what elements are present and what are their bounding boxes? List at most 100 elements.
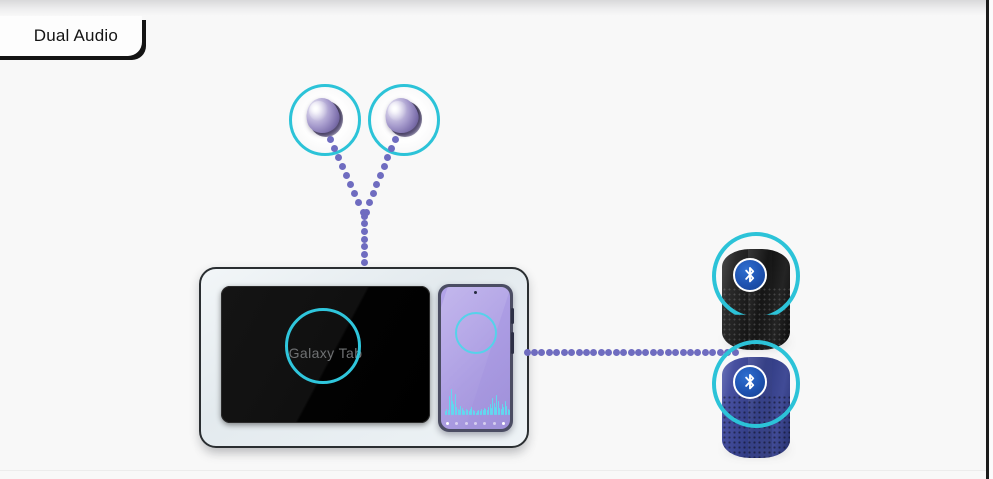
waveform-bar <box>467 410 469 415</box>
waveform-bar <box>476 411 478 415</box>
waveform-bar <box>445 411 446 415</box>
waveform-bar <box>507 409 509 415</box>
connector-dot <box>664 348 672 356</box>
connector-dot <box>355 199 363 207</box>
connector-dot <box>560 348 568 356</box>
waveform-bar <box>456 406 457 415</box>
waveform-bar <box>478 410 480 415</box>
connector-dot <box>679 348 687 356</box>
waveform-bar <box>449 396 450 415</box>
waveform-bar <box>451 400 453 415</box>
connector-dot <box>360 220 368 228</box>
connector-dot <box>686 348 694 356</box>
waveform-bar <box>474 411 475 415</box>
waveform-bar <box>472 410 474 415</box>
connector-dot <box>360 258 368 266</box>
waveform-bar <box>500 409 502 415</box>
waveform-bar <box>454 393 456 415</box>
waveform-bar <box>504 400 506 415</box>
home-indicator-dot <box>492 422 496 425</box>
connector-dot <box>553 348 561 356</box>
waveform-bar <box>506 405 507 415</box>
connector-dot <box>538 348 546 356</box>
connector-dot <box>657 348 665 356</box>
connector-dot <box>709 348 717 356</box>
connector-dot <box>347 181 355 189</box>
feature-label-tab: Dual Audio <box>0 16 142 56</box>
waveform-bar <box>496 394 498 415</box>
connector-dot <box>330 144 338 152</box>
connector-dot <box>627 348 635 356</box>
connector-dot <box>326 135 334 143</box>
waveform-bar <box>447 410 449 415</box>
phone-volume-button[interactable] <box>511 308 514 324</box>
home-indicator-dot <box>483 422 487 425</box>
waveform-bar <box>460 405 462 415</box>
connector-dot <box>380 162 388 170</box>
connector-dot <box>545 348 553 356</box>
connector-dot <box>377 172 384 179</box>
connector-dot <box>360 227 368 235</box>
phone-front-camera <box>474 291 477 294</box>
top-gradient-band <box>0 0 993 16</box>
connector-dot <box>362 208 370 216</box>
speaker-black-highlight-ring <box>712 232 800 315</box>
waveform-bar <box>502 404 503 415</box>
waveform-bar <box>495 406 496 415</box>
waveform-bar <box>485 409 487 415</box>
connector-dot <box>575 348 583 356</box>
connector-dot <box>694 348 702 356</box>
earbud-right-highlight-ring <box>368 84 440 156</box>
connector-dot <box>384 153 392 161</box>
right-margin <box>989 0 993 479</box>
waveform-bar <box>465 409 467 415</box>
home-indicator-dot <box>501 422 505 425</box>
connector-dot <box>373 181 381 189</box>
waveform-bar <box>461 407 463 415</box>
connector-dot <box>360 243 368 251</box>
connector-dot <box>642 348 650 356</box>
waveform-bar <box>488 406 489 415</box>
connector-dot <box>530 348 538 356</box>
waveform-bar <box>483 407 485 415</box>
bottom-divider <box>0 470 986 471</box>
connector-dot <box>634 348 642 356</box>
connector-dot <box>582 348 590 356</box>
waveform-bar <box>492 398 494 415</box>
connector-dot <box>391 135 399 143</box>
connector-dot <box>701 348 709 356</box>
home-indicator-dot <box>446 422 449 425</box>
waveform-bar <box>446 409 448 415</box>
waveform-bar <box>471 406 473 415</box>
waveform-bar <box>503 406 505 415</box>
waveform-bar <box>479 411 481 415</box>
connector-dot <box>351 190 359 198</box>
connector-dot <box>360 250 368 258</box>
phone-audio-waveform <box>445 389 510 415</box>
waveform-bar <box>453 404 455 415</box>
waveform-bar <box>482 410 484 415</box>
tablet-screen: Galaxy Tab <box>221 286 430 423</box>
waveform-bar <box>463 410 464 415</box>
waveform-bar <box>490 407 492 415</box>
connector-dot <box>605 348 613 356</box>
connector-dot <box>343 172 350 179</box>
right-edge-rule <box>986 0 989 479</box>
waveform-bar <box>457 409 459 415</box>
home-indicator-dot <box>473 422 477 425</box>
waveform-bar <box>493 403 495 415</box>
home-indicator-dot <box>455 422 459 425</box>
waveform-bar <box>499 407 501 415</box>
waveform-bar <box>468 411 470 415</box>
connector-dot <box>649 348 657 356</box>
connector-dot <box>366 199 374 207</box>
connector-dot <box>716 348 724 356</box>
connector-dot <box>360 235 368 243</box>
connector-dot <box>590 348 598 356</box>
speaker-blue-highlight-ring <box>712 340 800 428</box>
waveform-bar <box>470 409 471 415</box>
connector-dot <box>369 190 377 198</box>
phone-power-button[interactable] <box>511 332 514 354</box>
connector-dot <box>387 144 395 152</box>
